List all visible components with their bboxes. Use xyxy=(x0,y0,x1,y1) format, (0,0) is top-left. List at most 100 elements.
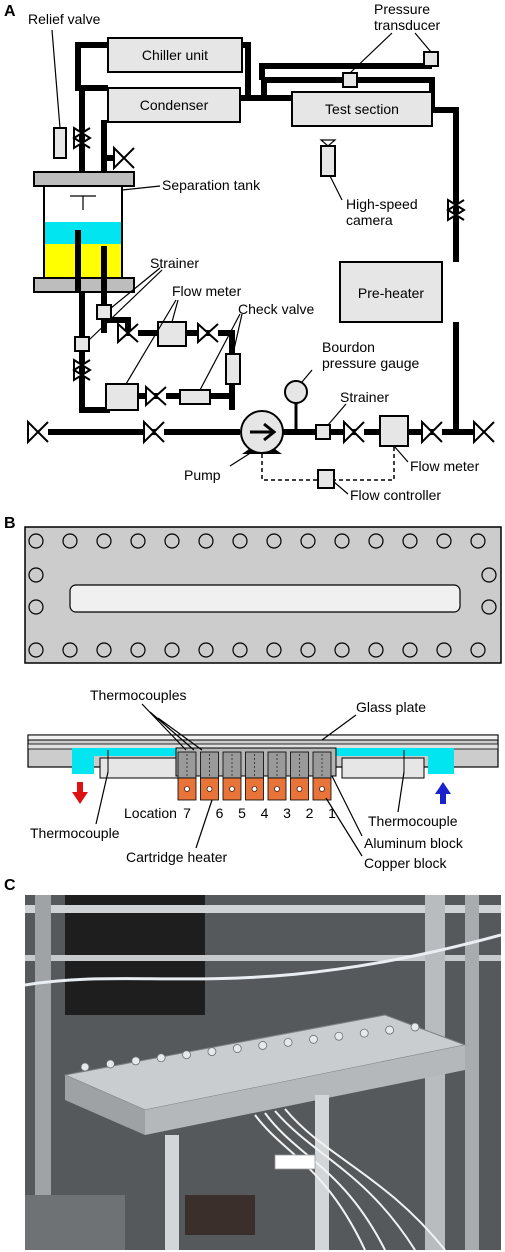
chiller-unit-label: Chiller unit xyxy=(142,47,208,63)
bolt-hole xyxy=(470,642,486,658)
strainer-left-1 xyxy=(96,304,112,320)
thermocouples-label: Thermocouples xyxy=(90,687,187,703)
condenser-box xyxy=(107,87,241,123)
photo-bolt xyxy=(309,1034,318,1044)
strainer-right-label: Strainer xyxy=(340,389,389,405)
check-valve-1 xyxy=(179,389,211,405)
panel-b-label: B xyxy=(4,515,16,532)
bolt-hole xyxy=(28,567,44,583)
bourdon-gauge xyxy=(284,380,308,404)
bolt-hole xyxy=(300,533,316,549)
bolt-hole xyxy=(232,533,248,549)
photo-bolt xyxy=(131,1056,141,1066)
cartridge-heater xyxy=(274,786,280,792)
location-number: 5 xyxy=(238,805,246,821)
photo-bolt xyxy=(80,1062,90,1072)
bolt-hole xyxy=(481,599,497,615)
test-section-label: Test section xyxy=(325,101,399,117)
bolt-hole xyxy=(436,533,452,549)
flow-meter-right-label: Flow meter xyxy=(410,458,480,474)
relief-valve-box xyxy=(53,127,67,159)
bolt-hole xyxy=(402,642,418,658)
pump-label: Pump xyxy=(184,467,221,483)
location-number: 4 xyxy=(261,805,269,821)
bolt-hole xyxy=(368,642,384,658)
bourdon-label-2: pressure gauge xyxy=(322,355,420,371)
cartridge-heater xyxy=(184,786,190,792)
bolt-hole xyxy=(164,533,180,549)
photo-bolt xyxy=(182,1050,191,1060)
bolt-hole xyxy=(402,533,418,549)
bolt-hole xyxy=(28,599,44,615)
cartridge-heater xyxy=(296,786,303,792)
bolt-hole xyxy=(436,642,452,658)
pre-heater-box xyxy=(339,261,443,323)
location-number: 7 xyxy=(183,805,191,821)
cartridge-heater xyxy=(229,786,235,792)
bolt-hole xyxy=(28,642,44,658)
thermocouple-right-label: Thermocouple xyxy=(368,813,458,829)
strainer-right xyxy=(315,424,331,440)
bolt-hole xyxy=(266,533,282,549)
bolt-hole xyxy=(470,533,486,549)
photo-bolt xyxy=(207,1047,217,1057)
bolt-hole xyxy=(198,533,214,549)
loop-top xyxy=(248,63,435,110)
bolt-hole xyxy=(266,642,282,658)
flow-meter-left-label: Flow meter xyxy=(172,283,242,299)
cartridge-heater xyxy=(319,786,325,792)
photo-bolt xyxy=(232,1044,242,1053)
chiller-unit-box xyxy=(107,37,243,73)
flow-meter-left-1 xyxy=(157,321,187,347)
photo-bolt xyxy=(258,1041,268,1050)
bolt-hole xyxy=(300,642,316,658)
bolt-hole xyxy=(62,642,78,658)
pressure-label-1: Pressure xyxy=(374,1,430,17)
photo-bolt xyxy=(359,1028,369,1038)
high-speed-camera-label-1: High-speed xyxy=(346,196,418,212)
bourdon-label-1: Bourdon xyxy=(322,339,375,355)
bolt-hole xyxy=(334,533,350,549)
high-speed-camera-label-2: camera xyxy=(346,212,393,228)
pump xyxy=(240,410,284,454)
inlet-arrow-head xyxy=(435,782,451,794)
flow-meter-left-2 xyxy=(105,383,139,411)
test-section-box xyxy=(291,91,433,127)
copper-block-label: Copper block xyxy=(364,855,447,871)
check-valve-label: Check valve xyxy=(238,301,314,317)
pressure-transducer-2 xyxy=(423,51,439,67)
photo-bolt xyxy=(156,1053,166,1063)
bolt-hole xyxy=(62,533,78,549)
relief-valve-label: Relief valve xyxy=(28,11,101,27)
bolt-hole xyxy=(481,567,497,583)
flow-controller-box xyxy=(317,469,335,489)
bolt-hole xyxy=(130,533,146,549)
pre-heater-label: Pre-heater xyxy=(358,285,424,301)
bolt-hole xyxy=(232,642,248,658)
photo-bolt xyxy=(334,1031,344,1041)
pressure-transducer-1 xyxy=(342,72,358,88)
separation-tank xyxy=(33,171,135,293)
photo-bolt xyxy=(410,1022,420,1032)
high-speed-camera-box xyxy=(320,145,336,177)
panel-a-label: A xyxy=(4,3,16,20)
top-view-plate xyxy=(24,526,502,664)
location-number: 1 xyxy=(328,805,336,821)
valves xyxy=(27,126,495,445)
location-number: 6 xyxy=(216,805,224,821)
bolt-hole xyxy=(28,533,44,549)
panel-c-label: C xyxy=(4,877,16,894)
check-valve-2 xyxy=(225,353,241,385)
cartridge-heater xyxy=(251,786,258,792)
strainer-left-label: Strainer xyxy=(150,255,199,271)
location-number: 3 xyxy=(283,805,291,821)
bolt-hole xyxy=(130,642,146,658)
flow-meter-right xyxy=(379,415,409,447)
bolt-hole xyxy=(198,642,214,658)
condenser-label: Condenser xyxy=(140,97,209,113)
glass-plate-label: Glass plate xyxy=(356,699,426,715)
photo-bolt xyxy=(283,1037,293,1047)
thermocouple-left-label: Thermocouple xyxy=(30,825,120,841)
pressure-label-2: transducer xyxy=(374,17,440,33)
separation-tank-label: Separation tank xyxy=(162,177,261,193)
